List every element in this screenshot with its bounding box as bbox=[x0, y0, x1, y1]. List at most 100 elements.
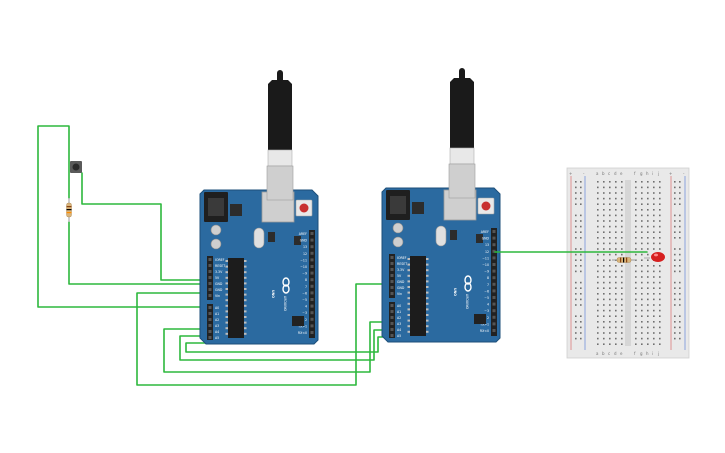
terminal-hole[interactable] bbox=[659, 186, 661, 189]
terminal-hole[interactable] bbox=[597, 192, 599, 194]
terminal-hole[interactable] bbox=[603, 321, 605, 323]
terminal-hole[interactable] bbox=[597, 214, 599, 217]
rail-hole[interactable] bbox=[674, 315, 676, 317]
terminal-hole[interactable] bbox=[621, 214, 623, 217]
terminal-hole[interactable] bbox=[647, 315, 649, 317]
rail-hole[interactable] bbox=[580, 214, 582, 217]
terminal-hole[interactable] bbox=[597, 298, 599, 301]
terminal-hole[interactable] bbox=[615, 265, 617, 267]
terminal-hole[interactable] bbox=[597, 337, 599, 340]
terminal-hole[interactable] bbox=[635, 186, 637, 189]
rail-hole[interactable] bbox=[580, 337, 582, 340]
terminal-hole[interactable] bbox=[653, 343, 655, 345]
digital-pin[interactable] bbox=[492, 256, 496, 260]
terminal-hole[interactable] bbox=[621, 343, 623, 345]
digital-pin[interactable] bbox=[310, 291, 314, 295]
terminal-hole[interactable] bbox=[615, 332, 617, 334]
terminal-hole[interactable] bbox=[621, 270, 623, 273]
terminal-hole[interactable] bbox=[597, 220, 599, 222]
terminal-hole[interactable] bbox=[653, 181, 655, 183]
terminal-hole[interactable] bbox=[597, 276, 599, 278]
digital-pin[interactable] bbox=[310, 317, 314, 321]
terminal-hole[interactable] bbox=[609, 304, 611, 306]
terminal-hole[interactable] bbox=[609, 276, 611, 278]
terminal-hole[interactable] bbox=[653, 332, 655, 334]
rail-hole[interactable] bbox=[575, 192, 577, 194]
terminal-hole[interactable] bbox=[653, 281, 655, 284]
terminal-hole[interactable] bbox=[609, 186, 611, 189]
digital-pin[interactable] bbox=[492, 276, 496, 280]
terminal-hole[interactable] bbox=[603, 337, 605, 340]
reset-button-cap[interactable] bbox=[299, 203, 309, 213]
terminal-hole[interactable] bbox=[615, 293, 617, 295]
digital-pin[interactable] bbox=[310, 331, 314, 334]
terminal-hole[interactable] bbox=[615, 304, 617, 306]
terminal-hole[interactable] bbox=[635, 248, 637, 250]
analog-pin[interactable] bbox=[208, 336, 212, 339]
terminal-hole[interactable] bbox=[615, 253, 617, 256]
terminal-hole[interactable] bbox=[659, 197, 661, 200]
terminal-hole[interactable] bbox=[615, 287, 617, 289]
rail-hole[interactable] bbox=[575, 214, 577, 217]
terminal-hole[interactable] bbox=[653, 321, 655, 323]
terminal-hole[interactable] bbox=[615, 298, 617, 301]
terminal-hole[interactable] bbox=[615, 192, 617, 194]
terminal-hole[interactable] bbox=[647, 253, 649, 256]
digital-pin[interactable] bbox=[492, 329, 496, 332]
digital-pin[interactable] bbox=[310, 265, 314, 268]
terminal-hole[interactable] bbox=[641, 315, 643, 317]
terminal-hole[interactable] bbox=[635, 315, 637, 317]
rail-hole[interactable] bbox=[580, 321, 582, 323]
terminal-hole[interactable] bbox=[641, 270, 643, 273]
terminal-hole[interactable] bbox=[615, 337, 617, 340]
rail-hole[interactable] bbox=[674, 181, 676, 183]
rail-hole[interactable] bbox=[580, 248, 582, 250]
analog-pin[interactable] bbox=[208, 318, 212, 321]
terminal-hole[interactable] bbox=[597, 253, 599, 256]
jumper-wire-4[interactable] bbox=[136, 283, 391, 386]
digital-pin[interactable] bbox=[310, 232, 314, 235]
terminal-hole[interactable] bbox=[609, 315, 611, 317]
rail-hole[interactable] bbox=[679, 186, 681, 189]
terminal-hole[interactable] bbox=[597, 326, 599, 329]
terminal-hole[interactable] bbox=[615, 237, 617, 239]
terminal-hole[interactable] bbox=[603, 265, 605, 267]
digital-pin[interactable] bbox=[310, 304, 314, 308]
terminal-hole[interactable] bbox=[659, 332, 661, 334]
rail-hole[interactable] bbox=[575, 181, 577, 183]
terminal-hole[interactable] bbox=[647, 192, 649, 194]
rail-hole[interactable] bbox=[674, 231, 676, 233]
rail-hole[interactable] bbox=[679, 192, 681, 194]
digital-pin[interactable] bbox=[492, 315, 496, 319]
terminal-hole[interactable] bbox=[647, 259, 649, 261]
terminal-hole[interactable] bbox=[635, 214, 637, 217]
terminal-hole[interactable] bbox=[621, 203, 623, 205]
terminal-hole[interactable] bbox=[653, 203, 655, 205]
analog-pin[interactable] bbox=[390, 328, 394, 331]
terminal-hole[interactable] bbox=[597, 259, 599, 261]
rail-hole[interactable] bbox=[580, 192, 582, 194]
rail-hole[interactable] bbox=[575, 293, 577, 295]
rail-hole[interactable] bbox=[575, 203, 577, 205]
terminal-hole[interactable] bbox=[641, 337, 643, 340]
terminal-hole[interactable] bbox=[653, 276, 655, 278]
rail-hole[interactable] bbox=[575, 281, 577, 284]
digital-pin[interactable] bbox=[310, 324, 314, 328]
rail-hole[interactable] bbox=[575, 287, 577, 289]
terminal-hole[interactable] bbox=[659, 315, 661, 317]
rail-hole[interactable] bbox=[679, 270, 681, 273]
rail-hole[interactable] bbox=[679, 326, 681, 329]
rail-hole[interactable] bbox=[580, 287, 582, 289]
rail-hole[interactable] bbox=[679, 265, 681, 267]
rail-hole[interactable] bbox=[575, 270, 577, 273]
rail-hole[interactable] bbox=[674, 281, 676, 284]
terminal-hole[interactable] bbox=[603, 203, 605, 205]
rail-hole[interactable] bbox=[575, 237, 577, 239]
rail-hole[interactable] bbox=[575, 225, 577, 228]
power-pin[interactable] bbox=[390, 286, 394, 289]
terminal-hole[interactable] bbox=[609, 309, 611, 312]
terminal-hole[interactable] bbox=[635, 287, 637, 289]
terminal-hole[interactable] bbox=[635, 181, 637, 183]
terminal-hole[interactable] bbox=[641, 276, 643, 278]
terminal-hole[interactable] bbox=[609, 242, 611, 245]
